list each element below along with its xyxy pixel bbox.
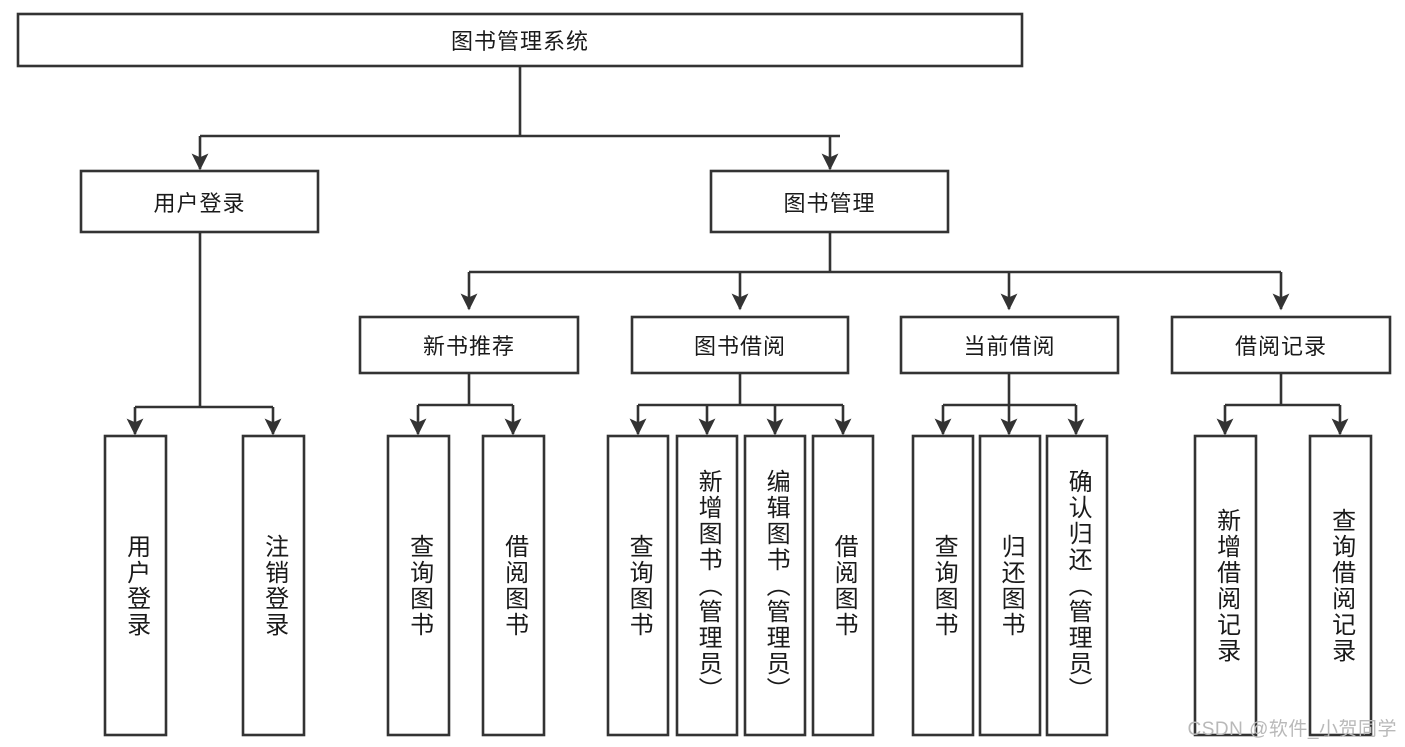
leaf-borrow-record-1[interactable] (1308, 434, 1373, 737)
leaf-borrow-record-0[interactable] (1193, 434, 1258, 737)
node-root[interactable] (16, 12, 1024, 68)
leaf-user-login-1[interactable] (241, 434, 306, 737)
node-new-book-recommend[interactable] (358, 315, 580, 375)
leaf-borrow-book-1[interactable] (675, 434, 739, 737)
leaf-borrow-book-2[interactable] (743, 434, 807, 737)
connector-borrowbook-to-leaves (629, 373, 852, 436)
node-book-management[interactable] (709, 169, 950, 234)
leaf-new-book-1[interactable] (481, 434, 546, 737)
watermark-text: CSDN @软件_小贺同学 (1187, 719, 1397, 740)
node-borrow-record[interactable] (1170, 315, 1392, 375)
leaf-current-borrow-1[interactable] (978, 434, 1042, 737)
node-book-borrow[interactable] (630, 315, 850, 375)
connector-borrowrecord-to-leaves (1216, 373, 1349, 436)
node-current-borrow[interactable] (899, 315, 1120, 375)
leaf-new-book-0[interactable] (386, 434, 451, 737)
leaf-current-borrow-0[interactable] (911, 434, 975, 737)
connector-root-to-level1 (191, 66, 840, 171)
leaf-borrow-book-3[interactable] (811, 434, 875, 737)
leaf-user-login-0[interactable] (103, 434, 168, 737)
connector-userlogin-to-leaves (126, 232, 282, 436)
connector-currentborrow-to-leaves (934, 373, 1085, 436)
leaf-current-borrow-2[interactable] (1045, 434, 1109, 737)
connector-newbook-to-leaves (409, 373, 522, 436)
node-user-login[interactable] (79, 169, 320, 234)
leaf-borrow-book-0[interactable] (606, 434, 670, 737)
connector-bookmgmt-to-level2 (460, 232, 1290, 311)
